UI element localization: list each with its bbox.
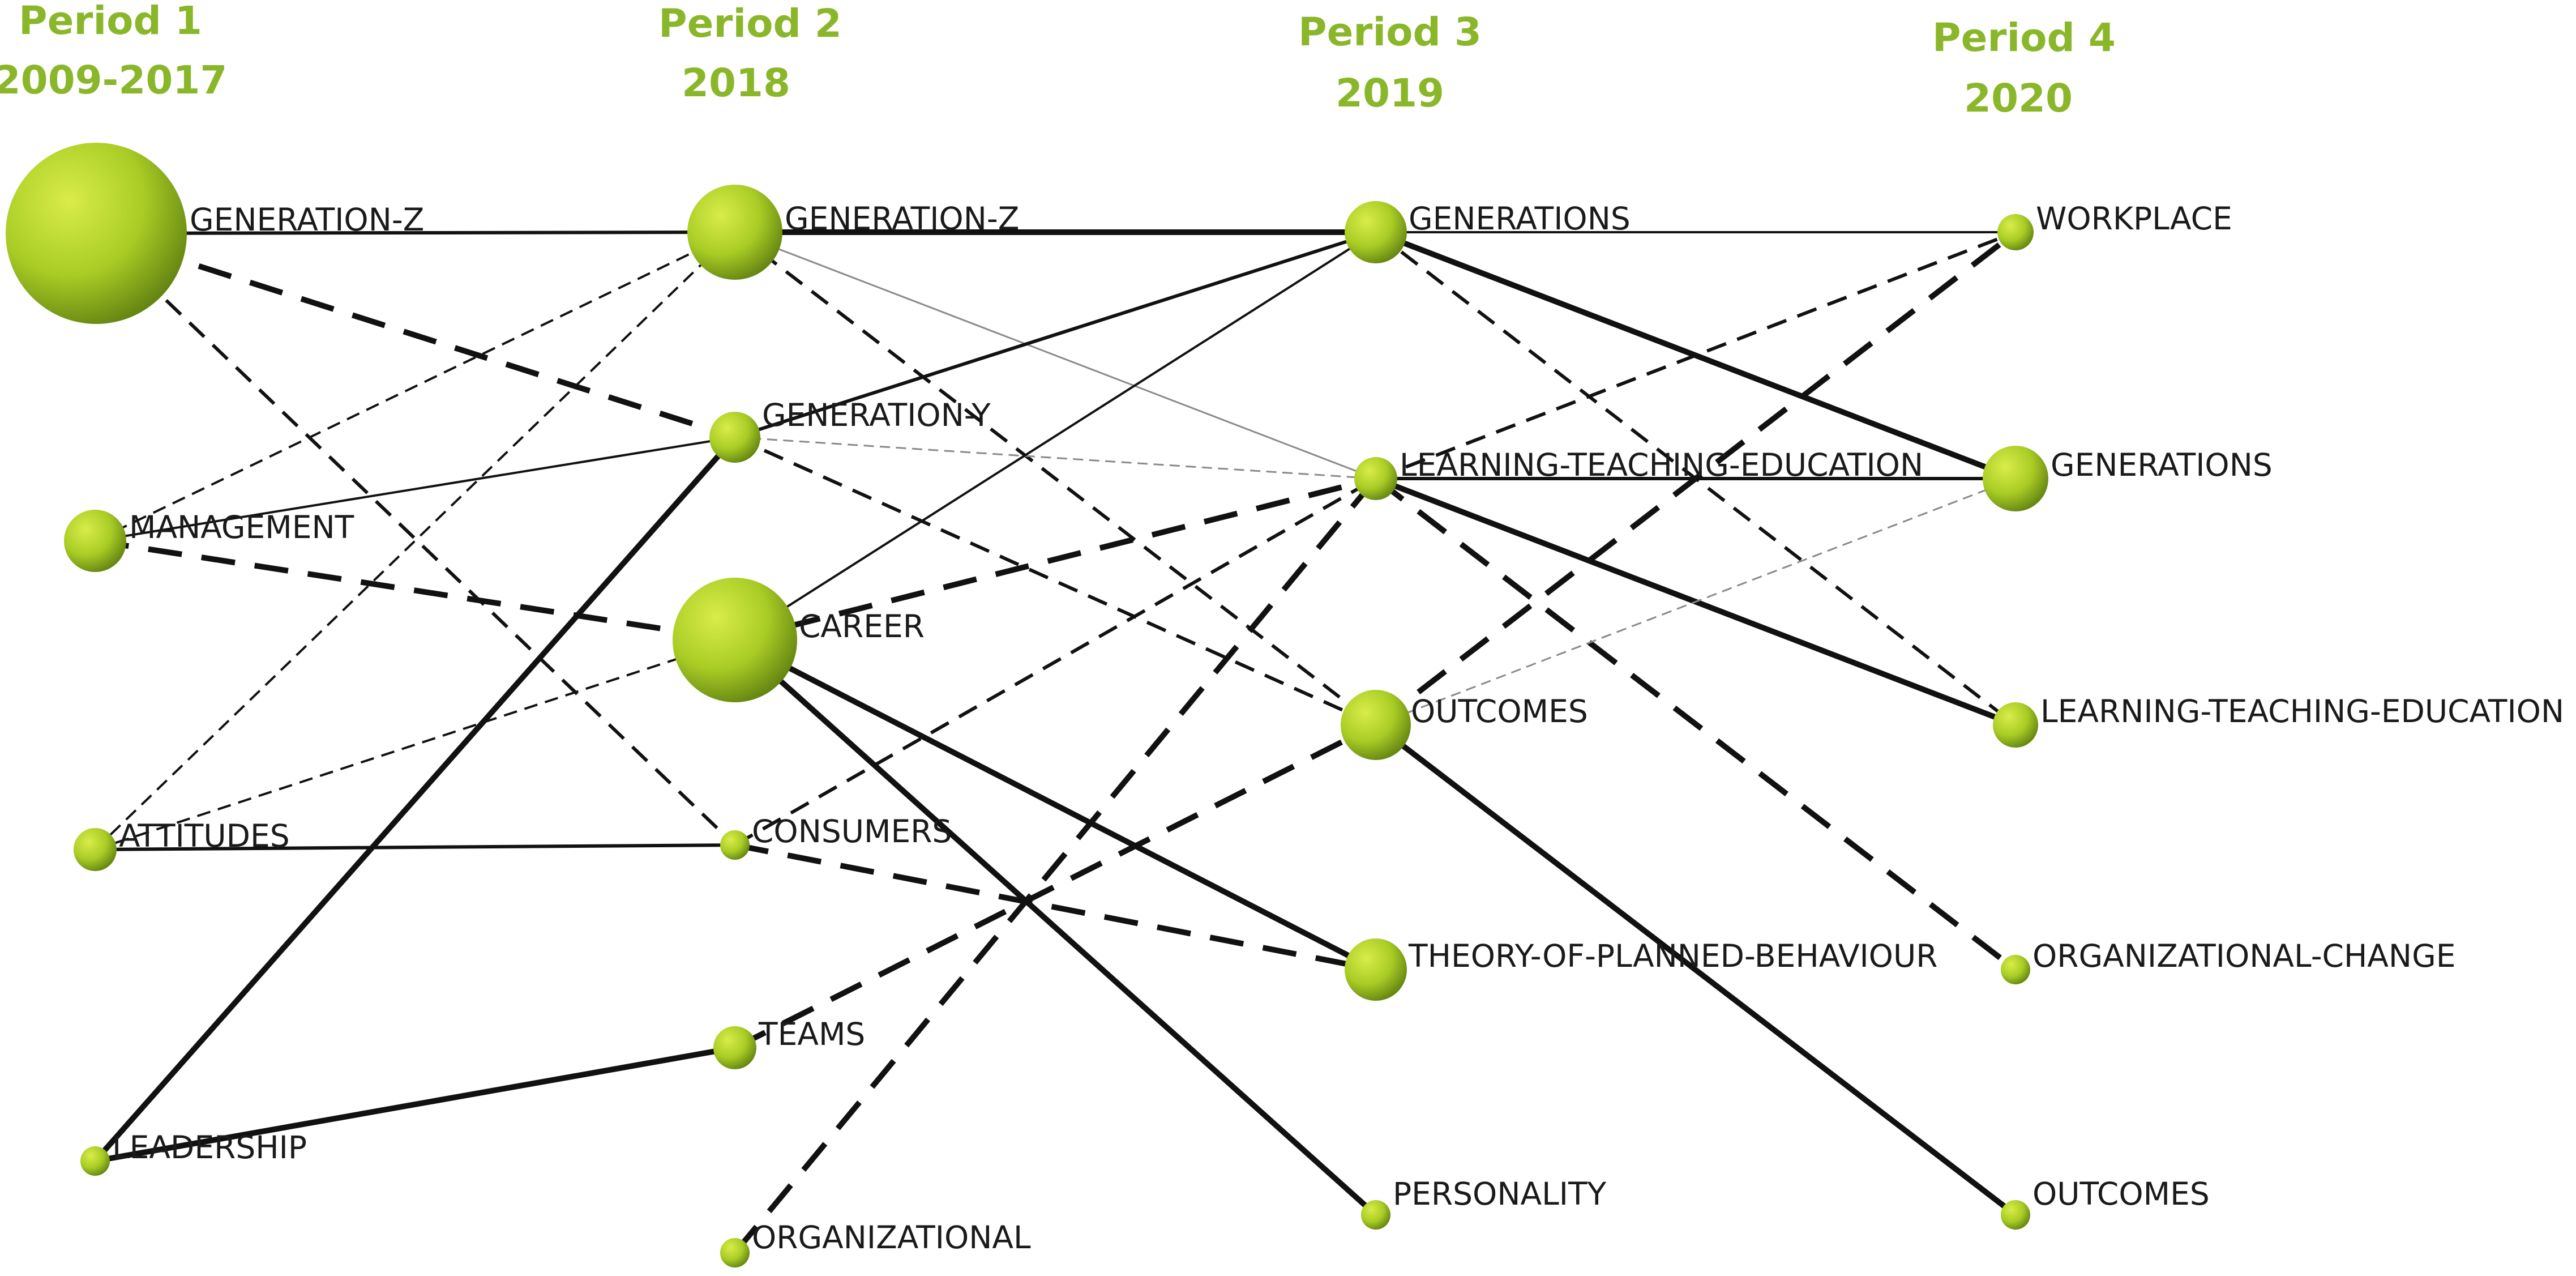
period-2-years: 2018 bbox=[682, 61, 790, 106]
period-1-years: 2009-2017 bbox=[0, 58, 227, 103]
node-label-p4-learning: LEARNING-TEACHING-EDUCATION bbox=[2040, 693, 2564, 729]
edge-p1-generation-z-to-p2-consumers bbox=[95, 232, 737, 847]
edge-p2-generation-z-to-p3-learning bbox=[734, 231, 1376, 480]
node-label-p2-organizational: ORGANIZATIONAL bbox=[752, 1219, 1031, 1256]
node-p1-attitudes bbox=[74, 828, 117, 871]
edge-p1-generation-z-to-p2-generation-y bbox=[95, 231, 736, 440]
period-headers: Period 1 2009-2017 Period 2 2018 Period … bbox=[0, 0, 2116, 121]
edge-p2-career-to-p3-learning bbox=[734, 476, 1377, 643]
edge-p2-consumers-to-p3-learning bbox=[734, 477, 1377, 847]
node-p2-career bbox=[673, 578, 797, 702]
edge-p3-outcomes-to-p4-generations bbox=[1375, 477, 2016, 726]
node-p3-generations bbox=[1345, 201, 1407, 263]
node-label-p2-generation-z: GENERATION-Z bbox=[785, 200, 1019, 237]
node-p1-management bbox=[64, 510, 126, 572]
edges bbox=[93, 229, 2018, 1255]
edge-p3-outcomes-to-p4-outcomes bbox=[1373, 723, 2018, 1217]
node-p2-organizational bbox=[720, 1238, 750, 1268]
node-label-p4-generations: GENERATIONS bbox=[2051, 447, 2273, 483]
edge-p3-learning-to-p4-workplace bbox=[1375, 231, 2017, 480]
edge-p2-consumers-to-p3-tpb bbox=[734, 842, 1376, 972]
period-1-title: Period 1 bbox=[19, 0, 202, 44]
node-label-p3-personality: PERSONALITY bbox=[1393, 1176, 1607, 1212]
node-labels: GENERATION-Z MANAGEMENT ATTITUDES LEADERSHI… bbox=[112, 200, 2564, 1256]
node-p2-consumers bbox=[720, 830, 750, 860]
node-label-p1-leadership: LEADERSHIP bbox=[112, 1129, 307, 1166]
edge-p1-management-to-p2-career bbox=[95, 538, 735, 643]
node-p3-personality bbox=[1361, 1200, 1390, 1230]
node-p3-tpb bbox=[1345, 938, 1407, 1001]
node-label-p3-tpb: THEORY-OF-PLANNED-BEHAVIOUR bbox=[1408, 938, 1937, 974]
node-p2-generation-z bbox=[687, 185, 782, 280]
node-p4-outcomes bbox=[2001, 1200, 2030, 1230]
node-label-p4-workplace: WORKPLACE bbox=[2036, 200, 2232, 237]
edge-p3-learning-to-p4-org-change bbox=[1373, 476, 2018, 972]
node-label-p3-outcomes: OUTCOMES bbox=[1411, 693, 1588, 729]
node-p4-workplace bbox=[1997, 214, 2034, 250]
period-3-years: 2019 bbox=[1336, 71, 1444, 116]
edge-p1-leadership-to-p2-teams bbox=[95, 1045, 735, 1164]
edge-p1-attitudes-to-p2-consumers bbox=[95, 843, 735, 851]
node-label-p1-attitudes: ATTITUDES bbox=[119, 818, 290, 854]
node-p3-outcomes bbox=[1341, 690, 1411, 760]
node-label-p2-teams: TEAMS bbox=[758, 1016, 865, 1052]
node-label-p4-outcomes: OUTCOMES bbox=[2032, 1176, 2210, 1212]
nodes bbox=[6, 143, 2048, 1268]
node-p1-leadership bbox=[80, 1146, 110, 1176]
edge-p2-generation-y-to-p3-outcomes bbox=[734, 436, 1377, 727]
edge-p3-outcomes-to-p4-workplace bbox=[1373, 230, 2018, 727]
node-p3-learning bbox=[1354, 457, 1397, 500]
node-p1-generation-z bbox=[6, 143, 187, 324]
edge-p2-organizational-to-p3-learning bbox=[733, 476, 1378, 1255]
edge-p1-attitudes-to-p2-career bbox=[95, 639, 735, 851]
period-2-title: Period 2 bbox=[658, 1, 842, 46]
node-label-p1-management: MANAGEMENT bbox=[129, 509, 354, 545]
edge-p1-leadership-to-p2-generation-y bbox=[93, 435, 737, 1163]
period-4-title: Period 4 bbox=[1932, 15, 2116, 61]
node-p4-org-change bbox=[2001, 955, 2030, 984]
edge-p1-generation-z-to-p2-generation-z bbox=[96, 231, 735, 235]
node-label-p3-learning: LEARNING-TEACHING-EDUCATION bbox=[1400, 447, 1923, 483]
node-label-p3-generations: GENERATIONS bbox=[1409, 200, 1631, 237]
edge-p1-management-to-p2-generation-z bbox=[95, 231, 735, 542]
node-label-p1-generation-z: GENERATION-Z bbox=[190, 202, 424, 238]
edge-p1-management-to-p2-generation-y bbox=[95, 436, 735, 542]
period-4-years: 2020 bbox=[1964, 76, 2073, 121]
node-label-p4-org-change: ORGANIZATIONAL-CHANGE bbox=[2032, 938, 2455, 974]
period-3-title: Period 3 bbox=[1298, 10, 1482, 55]
node-p2-generation-y bbox=[709, 412, 760, 463]
edge-p1-attitudes-to-p2-generation-z bbox=[94, 231, 736, 851]
edge-p2-career-to-p3-personality bbox=[733, 638, 1378, 1217]
node-p2-teams bbox=[713, 1026, 756, 1069]
edge-p2-generation-z-to-p3-outcomes bbox=[734, 231, 1377, 727]
edge-p2-career-to-p3-tpb bbox=[733, 637, 1377, 972]
node-p4-generations bbox=[1983, 446, 2048, 511]
edge-p2-career-to-p3-generations bbox=[734, 231, 1377, 641]
node-label-p2-generation-y: GENERATION-Y bbox=[762, 397, 991, 433]
node-p4-learning bbox=[1993, 702, 2038, 748]
node-label-p2-career: CAREER bbox=[799, 608, 925, 645]
edge-p2-generation-y-to-p3-generations bbox=[734, 231, 1376, 439]
edge-p2-teams-to-p3-outcomes bbox=[733, 722, 1377, 1051]
edge-p2-generation-y-to-p3-learning bbox=[734, 436, 1376, 480]
node-label-p2-consumers: CONSUMERS bbox=[752, 813, 952, 850]
